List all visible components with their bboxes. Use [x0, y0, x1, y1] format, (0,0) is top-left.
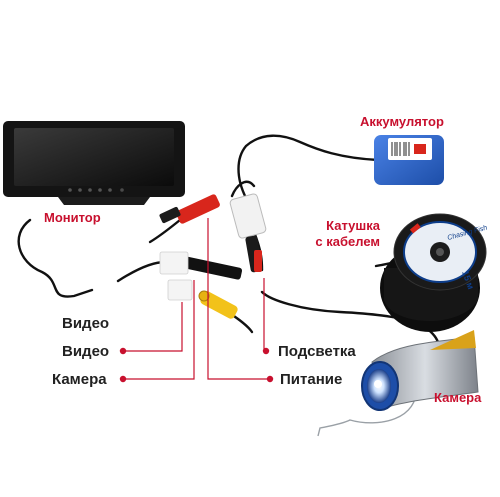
callout-line-power: [207, 218, 270, 380]
battery-barcode: [391, 142, 410, 156]
monitor-power-led: [120, 188, 124, 192]
battery: [374, 135, 444, 185]
monitor-stand: [58, 197, 150, 205]
callout-dot-power: [266, 375, 274, 383]
callout-dots: [119, 347, 274, 383]
monitor-screen: [14, 128, 174, 186]
camera-fin: [430, 330, 476, 350]
monitor-button: [88, 188, 92, 192]
battery-warning-mark: [414, 144, 426, 154]
black-connector: [181, 256, 243, 280]
callout-dot-backlight: [262, 347, 270, 355]
callout-dot-camera: [119, 375, 127, 383]
monitor-button: [108, 188, 112, 192]
callout-line-video-2: [124, 302, 183, 352]
label-reel-line-2: с кабелем: [315, 234, 380, 249]
splitter-block: [229, 193, 267, 239]
monitor-cable: [17, 218, 94, 298]
label-video-1: Видео: [62, 315, 110, 332]
cable-reel: Chasing Fish 15 м: [380, 213, 488, 332]
reel-red-stripe: [409, 223, 421, 234]
yellow-rca-plug: [200, 291, 238, 319]
callout-dot-video-2: [119, 347, 127, 355]
monitor: [3, 121, 185, 205]
battery-cable: [237, 134, 380, 200]
label-battery: Аккумулятор: [360, 114, 444, 129]
red-rca-plug: [176, 194, 220, 224]
label-power: Питание: [280, 371, 343, 388]
splitter-cable-2: [230, 180, 256, 198]
white-tag: [159, 251, 189, 275]
label-video-2: Видео: [62, 343, 110, 360]
label-camera-device: Камера: [434, 390, 482, 405]
connector-hub: [159, 193, 267, 319]
yellow-rca-tip: [198, 290, 210, 302]
callout-line-backlight: [263, 278, 266, 352]
callout-line-camera: [124, 280, 195, 380]
battery-sticker: [388, 138, 432, 160]
white-tag-2: [167, 279, 193, 301]
camera-hook: [317, 419, 351, 437]
label-backlight: Подсветка: [278, 343, 356, 360]
camera-led: [374, 380, 382, 388]
red-rca-sleeve: [159, 206, 181, 224]
label-camera-connector: Камера: [52, 371, 107, 388]
monitor-button: [68, 188, 72, 192]
label-reel-line-1: Катушка: [326, 218, 380, 233]
reel-hub-inner: [436, 248, 444, 256]
monitor-button: [98, 188, 102, 192]
red-wire-plug: [254, 250, 262, 272]
underwater-camera: [317, 330, 479, 437]
label-monitor: Монитор: [44, 210, 101, 225]
monitor-button: [78, 188, 82, 192]
label-reel: Катушка с кабелем: [308, 218, 380, 250]
monitor-cable-lead: [116, 260, 167, 283]
